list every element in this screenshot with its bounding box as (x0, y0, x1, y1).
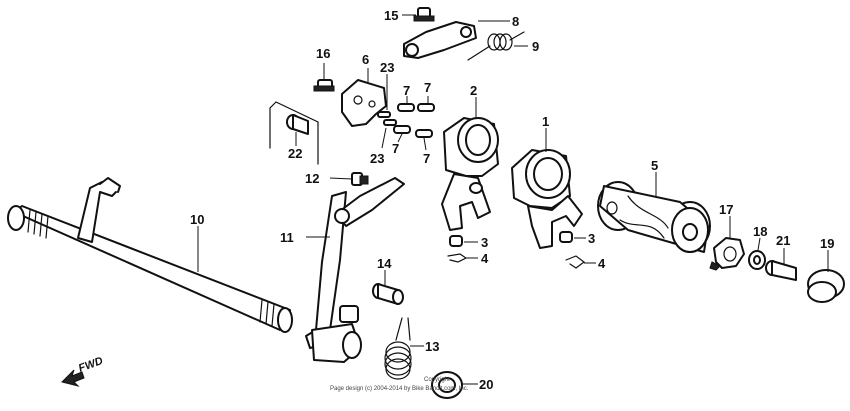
callout-13: 13 (425, 339, 439, 354)
callout-22: 22 (288, 146, 302, 161)
part-4-cotter-pin (447, 253, 468, 263)
callout-4a: 4 (481, 251, 489, 266)
part-8-stopper-arm (403, 21, 477, 59)
part-18-washer (748, 250, 766, 270)
part-14-pin (372, 283, 404, 305)
callout-4b: 4 (598, 256, 606, 271)
fwd-label: FWD (77, 355, 105, 375)
callout-6: 6 (362, 52, 369, 67)
callout-23b: 23 (370, 151, 384, 166)
callout-10: 10 (190, 212, 204, 227)
part-17-set-plate (709, 237, 745, 271)
callout-19: 19 (820, 236, 834, 251)
copyright-line-2: Page design (c) 2004-2014 by Bike Bandit… (330, 386, 469, 392)
part-20-oil-seal (431, 371, 463, 399)
callout-15: 15 (384, 8, 398, 23)
callout-3a: 3 (481, 235, 488, 250)
leader-7d (423, 137, 427, 151)
part-7-pins (393, 103, 435, 138)
callout-17: 17 (719, 202, 733, 217)
leader-23b (381, 127, 387, 149)
callout-18: 18 (753, 224, 767, 239)
callout-7b: 7 (424, 80, 431, 95)
part-13-spring (384, 317, 412, 380)
callout-21: 21 (776, 233, 790, 248)
callout-16: 16 (316, 46, 330, 61)
callout-12: 12 (305, 171, 319, 186)
leader-18 (757, 237, 761, 251)
leader-12 (329, 177, 353, 180)
callout-14: 14 (377, 256, 392, 271)
callout-7d: 7 (423, 151, 430, 166)
part-5-shift-drum (597, 181, 711, 253)
callout-2: 2 (470, 83, 477, 98)
part-2-shift-fork (441, 117, 499, 231)
part-21-screw (765, 260, 797, 281)
part-19-cap (807, 269, 845, 303)
callout-1: 1 (542, 114, 549, 129)
copyright-line-1: Copyright (424, 377, 450, 383)
part-6-stopper-plate (341, 79, 387, 127)
callout-7c: 7 (392, 141, 399, 156)
part-1-shift-fork (511, 149, 583, 249)
leader-7c (397, 133, 403, 143)
part-16-bolt (313, 79, 335, 92)
part-3-guide-pin (449, 235, 463, 247)
part-10-gearshift-spindle (7, 177, 293, 333)
callout-11: 11 (280, 230, 294, 245)
part-12-bolt (351, 172, 369, 186)
part-3-guide-pin-b (559, 231, 573, 243)
callout-9: 9 (532, 39, 539, 54)
part-9-spring (467, 31, 525, 61)
callout-20: 20 (479, 377, 493, 392)
part-23-pins (377, 111, 397, 126)
callout-23a: 23 (380, 60, 394, 75)
part-15-bolt (413, 7, 435, 22)
part-11-shift-arm (305, 177, 405, 363)
callout-5: 5 (651, 158, 658, 173)
callout-3b: 3 (588, 231, 595, 246)
callout-7a: 7 (403, 83, 410, 98)
callout-8: 8 (512, 14, 519, 29)
forward-direction-arrow: FWD (61, 355, 105, 387)
part-4-cotter-pin-b (565, 255, 585, 269)
part-22-bolt (269, 101, 319, 165)
